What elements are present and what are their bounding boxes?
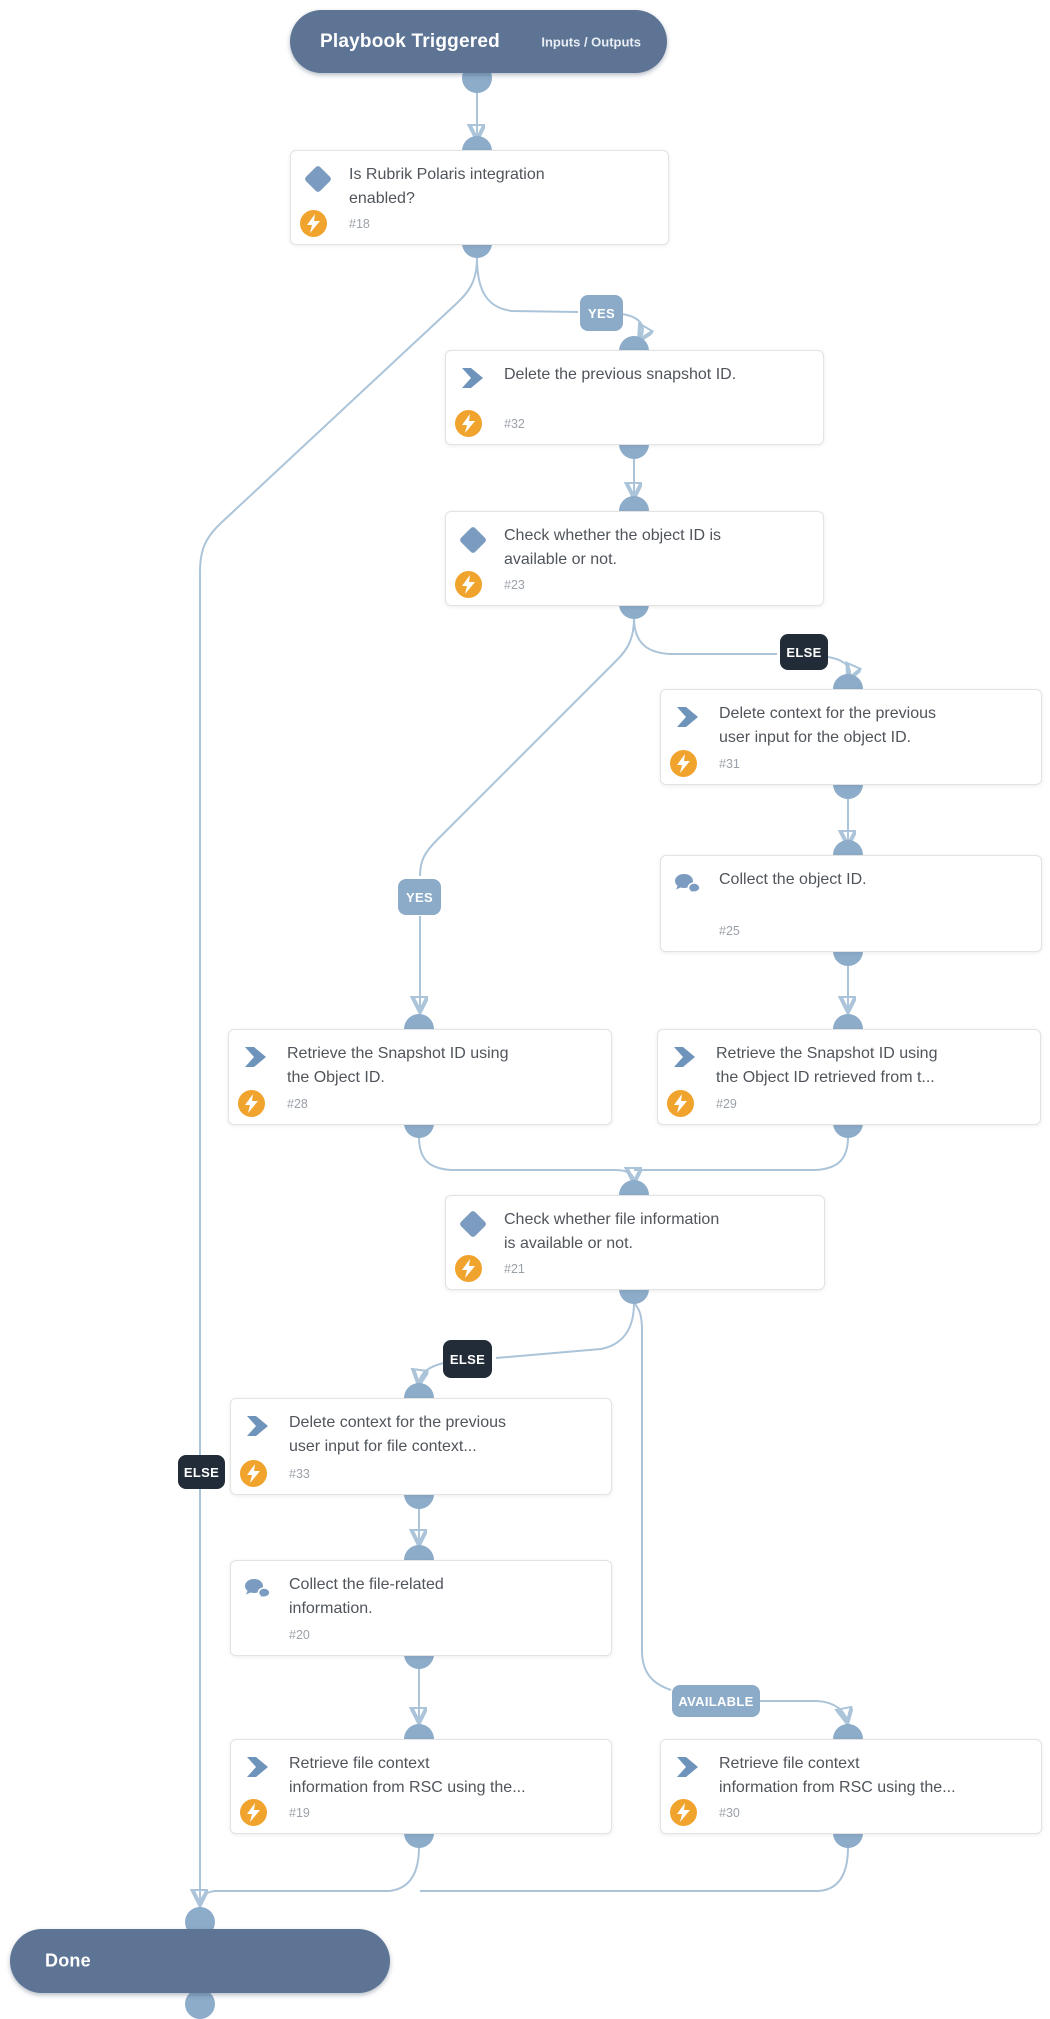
task-number: #19 (289, 1806, 310, 1820)
automation-lightning-icon (453, 569, 484, 600)
branch-label-else: ELSE (443, 1340, 492, 1378)
playbook-task-chevron-icon (245, 1046, 267, 1068)
task-number: #21 (504, 1262, 525, 1276)
playbook-triggered-node[interactable]: Playbook Triggered Inputs / Outputs (290, 10, 667, 73)
data-collection-chat-icon (244, 1578, 272, 1602)
playbook-task-chevron-icon (677, 706, 699, 728)
task-number: #28 (287, 1097, 308, 1111)
task-number: #33 (289, 1467, 310, 1481)
automation-lightning-icon (453, 1253, 484, 1284)
playbook-task-chevron-icon (247, 1415, 269, 1437)
playbook-task-chevron-icon (462, 367, 484, 389)
playbook-triggered-title: Playbook Triggered (320, 30, 500, 52)
task-number: #23 (504, 578, 525, 592)
task-node-32[interactable]: Delete the previous snapshot ID. #32 (445, 350, 824, 445)
task-title: Collect the object ID. (719, 871, 867, 888)
branch-label-available: AVAILABLE (672, 1685, 760, 1717)
automation-lightning-icon (238, 1797, 269, 1828)
task-number: #31 (719, 757, 740, 771)
automation-lightning-icon (238, 1458, 269, 1489)
automation-lightning-icon (668, 748, 699, 779)
task-number: #25 (719, 924, 740, 938)
playbook-task-chevron-icon (677, 1756, 699, 1778)
automation-lightning-icon (453, 408, 484, 439)
condition-diamond-icon (458, 1209, 488, 1239)
task-title: Delete the previous snapshot ID. (504, 366, 737, 383)
done-label: Done (45, 1950, 91, 1971)
task-number: #32 (504, 417, 525, 431)
task-number: #30 (719, 1806, 740, 1820)
automation-lightning-icon (298, 208, 329, 239)
playbook-task-chevron-icon (247, 1756, 269, 1778)
playbook-task-chevron-icon (674, 1046, 696, 1068)
task-node-25[interactable]: Collect the object ID. #25 (660, 855, 1042, 952)
connector-dot (185, 1989, 215, 2019)
data-collection-chat-icon (674, 873, 702, 897)
task-number: #18 (349, 217, 370, 231)
inputs-outputs-link[interactable]: Inputs / Outputs (541, 34, 641, 49)
branch-label-yes: YES (398, 879, 441, 915)
branch-label-else: ELSE (780, 634, 828, 670)
branch-label-yes: YES (580, 295, 623, 331)
branch-label-else: ELSE (178, 1455, 225, 1489)
task-number: #29 (716, 1097, 737, 1111)
done-node[interactable]: Done (10, 1929, 390, 1993)
condition-diamond-icon (458, 525, 488, 555)
automation-lightning-icon (668, 1797, 699, 1828)
condition-diamond-icon (303, 164, 333, 194)
automation-lightning-icon (236, 1088, 267, 1119)
task-number: #20 (289, 1628, 310, 1642)
automation-lightning-icon (665, 1088, 696, 1119)
